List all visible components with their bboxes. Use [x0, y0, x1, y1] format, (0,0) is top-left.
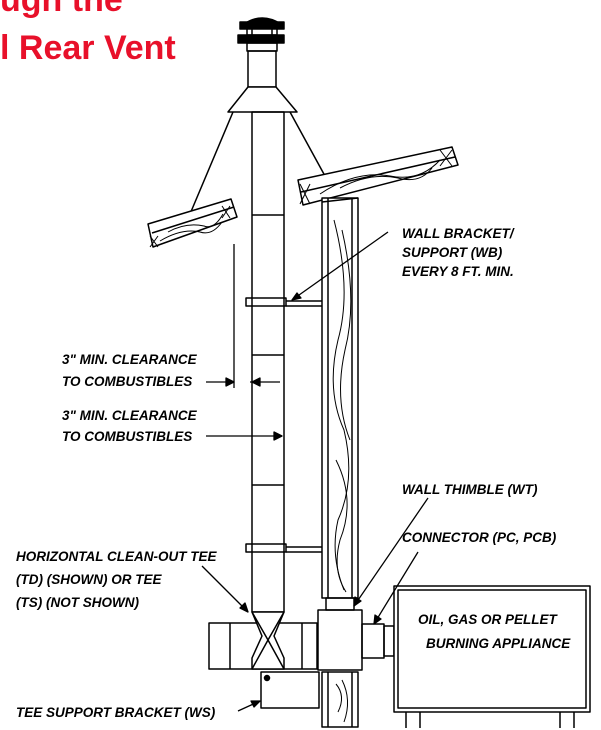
label-clearance-b-2: TO COMBUSTIBLES — [62, 429, 193, 444]
wall-bracket-upper — [245, 297, 322, 307]
label-wall-bracket-3: EVERY 8 FT. MIN. — [402, 264, 514, 279]
label-clearance-a-1: 3" MIN. CLEARANCE — [62, 352, 197, 367]
label-cleanout-1: HORIZONTAL CLEAN-OUT TEE — [16, 549, 217, 564]
wall-thimble — [317, 597, 363, 671]
label-wall-bracket-2: SUPPORT (WB) — [402, 245, 503, 260]
label-wall-bracket-1: WALL BRACKET/ — [402, 226, 514, 241]
roof-truss-right — [297, 146, 459, 206]
roof-truss-left — [147, 198, 238, 248]
page-title-line-2: l Rear Vent — [0, 29, 176, 67]
appliance — [393, 585, 591, 728]
wall-stud — [321, 197, 359, 599]
label-wall-thimble: WALL THIMBLE (WT) — [402, 482, 538, 497]
rain-cap — [237, 17, 285, 52]
label-cleanout-2: (TD) (SHOWN) OR TEE — [16, 572, 162, 587]
tee-support-bracket — [260, 671, 320, 709]
label-clearance-b-1: 3" MIN. CLEARANCE — [62, 408, 197, 423]
wall-stud-lower — [321, 671, 359, 728]
wall-bracket-lower — [245, 543, 322, 553]
chimney-pipe — [251, 111, 285, 613]
label-connector: CONNECTOR (PC, PCB) — [402, 530, 557, 545]
cleanout-tee — [208, 611, 318, 670]
label-tee-support: TEE SUPPORT BRACKET (WS) — [16, 705, 216, 720]
label-clearance-a-2: TO COMBUSTIBLES — [62, 374, 193, 389]
storm-collar — [189, 50, 326, 215]
label-cleanout-3: (TS) (NOT SHOWN) — [16, 595, 139, 610]
leader-lines — [201, 231, 429, 712]
connector-pipe — [361, 623, 395, 659]
page-title-line-1: ugh the — [0, 0, 123, 19]
label-appliance-1: OIL, GAS OR PELLET — [418, 612, 557, 627]
label-appliance-2: BURNING APPLIANCE — [426, 636, 571, 651]
